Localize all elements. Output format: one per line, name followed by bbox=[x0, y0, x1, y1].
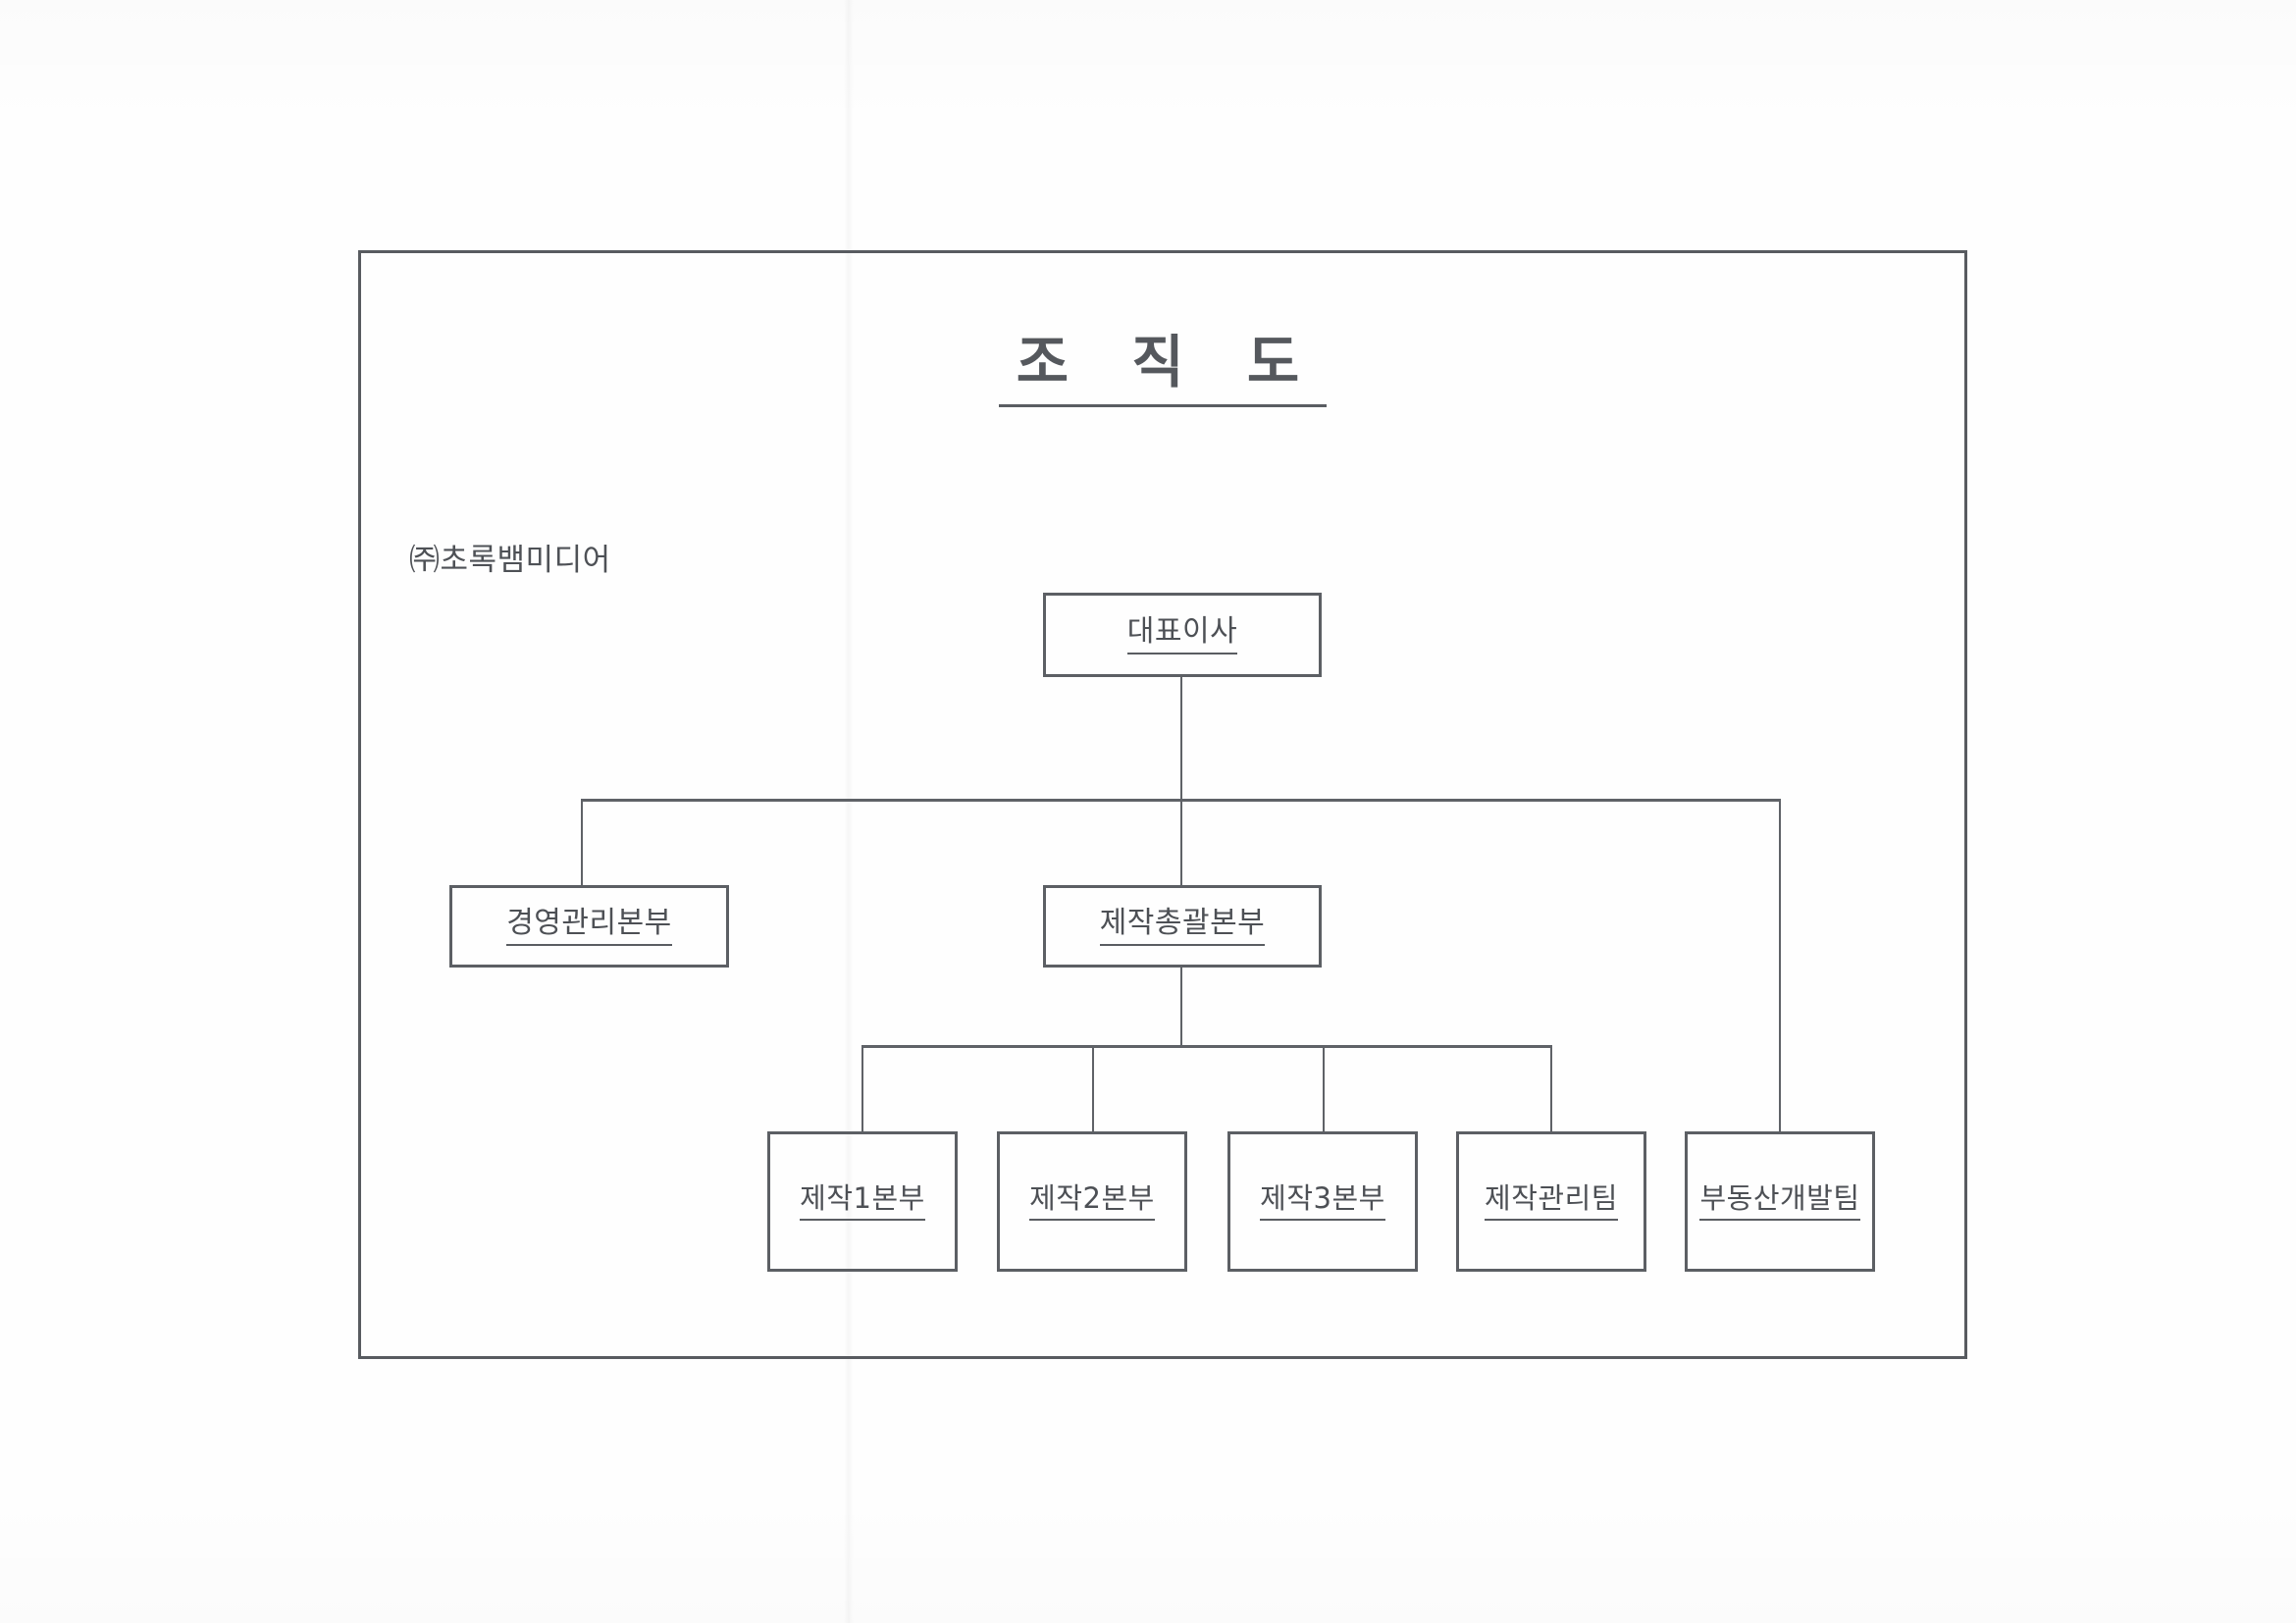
connector-prod-head-down bbox=[1180, 967, 1182, 1047]
connector-ceo-down bbox=[1180, 676, 1182, 801]
page-border-frame bbox=[358, 250, 1967, 1359]
org-node-realestate-development-team-label: 부동산개발팀 bbox=[1699, 1182, 1860, 1221]
connector-bus-to-prod-head bbox=[1180, 799, 1182, 887]
org-node-production-3-label: 제작3본부 bbox=[1260, 1182, 1385, 1221]
connector-bus-to-prod1 bbox=[861, 1045, 863, 1133]
org-node-management-division[interactable]: 경영관리본부 bbox=[449, 885, 729, 968]
connector-bus-to-realestate bbox=[1779, 799, 1781, 1132]
org-node-production-head-division[interactable]: 제작총괄본부 bbox=[1043, 885, 1322, 968]
connector-bus-level3 bbox=[861, 1045, 1551, 1048]
org-node-production-3[interactable]: 제작3본부 bbox=[1227, 1131, 1418, 1272]
org-node-production-2-label: 제작2본부 bbox=[1029, 1182, 1155, 1221]
org-node-production-1[interactable]: 제작1본부 bbox=[767, 1131, 958, 1272]
org-node-production-1-label: 제작1본부 bbox=[800, 1182, 925, 1221]
org-node-ceo-label: 대표이사 bbox=[1126, 615, 1238, 654]
connector-bus-to-prod3 bbox=[1323, 1045, 1325, 1133]
company-name-label: ㈜초록뱀미디어 bbox=[409, 543, 611, 578]
page-title-text: 조 직 도 bbox=[998, 333, 1328, 407]
connector-bus-to-prodmgmt bbox=[1550, 1045, 1552, 1133]
connector-bus-to-prod2 bbox=[1092, 1045, 1094, 1133]
connector-bus-to-mgmt bbox=[581, 799, 583, 887]
org-node-realestate-development-team[interactable]: 부동산개발팀 bbox=[1685, 1131, 1875, 1272]
org-node-production-head-division-label: 제작총괄본부 bbox=[1099, 907, 1266, 946]
org-node-production-management-team-label: 제작관리팀 bbox=[1485, 1182, 1618, 1221]
org-node-production-management-team[interactable]: 제작관리팀 bbox=[1456, 1131, 1646, 1272]
org-node-production-2[interactable]: 제작2본부 bbox=[997, 1131, 1187, 1272]
org-node-ceo[interactable]: 대표이사 bbox=[1043, 593, 1322, 677]
org-node-management-division-label: 경영관리본부 bbox=[506, 907, 672, 946]
page-title: 조 직 도 bbox=[358, 329, 1967, 407]
